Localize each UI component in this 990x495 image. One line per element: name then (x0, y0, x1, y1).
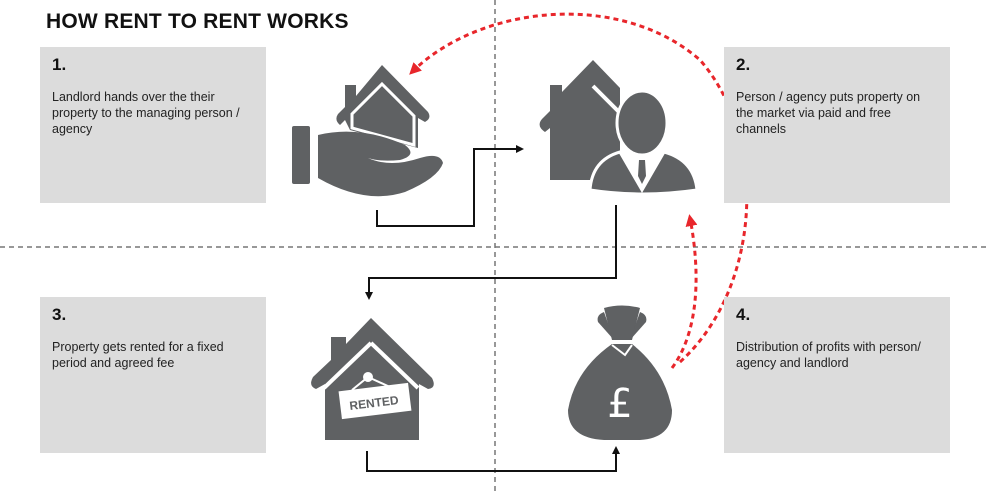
step-3-box: 3. Property gets rented for a fixed peri… (40, 297, 266, 453)
money-bag-icon (568, 305, 672, 440)
step-text: Property gets rented for a fixed period … (52, 340, 224, 370)
step-number: 4. (736, 305, 751, 324)
step-text: Person / agency puts property on the mar… (736, 90, 921, 136)
profit-arrow-to-landlord (409, 12, 749, 364)
rented-sign-text: RENTED (349, 393, 400, 413)
step-number: 3. (52, 305, 67, 324)
step-4-box: 4. Distribution of profits with person/ … (724, 297, 950, 453)
arrow-1-to-2 (376, 145, 524, 227)
step-2-box: 2. Person / agency puts property on the … (724, 47, 950, 203)
arrow-2-to-3 (365, 205, 617, 300)
step-number: 1. (52, 55, 67, 74)
step-number: 2. (736, 55, 751, 74)
pound-sign: £ (607, 381, 632, 427)
step-text: Distribution of profits with person/ age… (736, 340, 921, 370)
step-1-box: 1. Landlord hands over the their propert… (40, 47, 266, 203)
house-agent-icon (539, 60, 699, 196)
step-text: Landlord hands over the their property t… (52, 90, 240, 136)
profit-arrow-to-agency (670, 214, 698, 369)
hand-house-icon (292, 65, 443, 197)
arrow-3-to-4 (366, 446, 620, 472)
page-title: HOW RENT TO RENT WORKS (46, 10, 349, 33)
rented-house-icon (311, 318, 434, 440)
